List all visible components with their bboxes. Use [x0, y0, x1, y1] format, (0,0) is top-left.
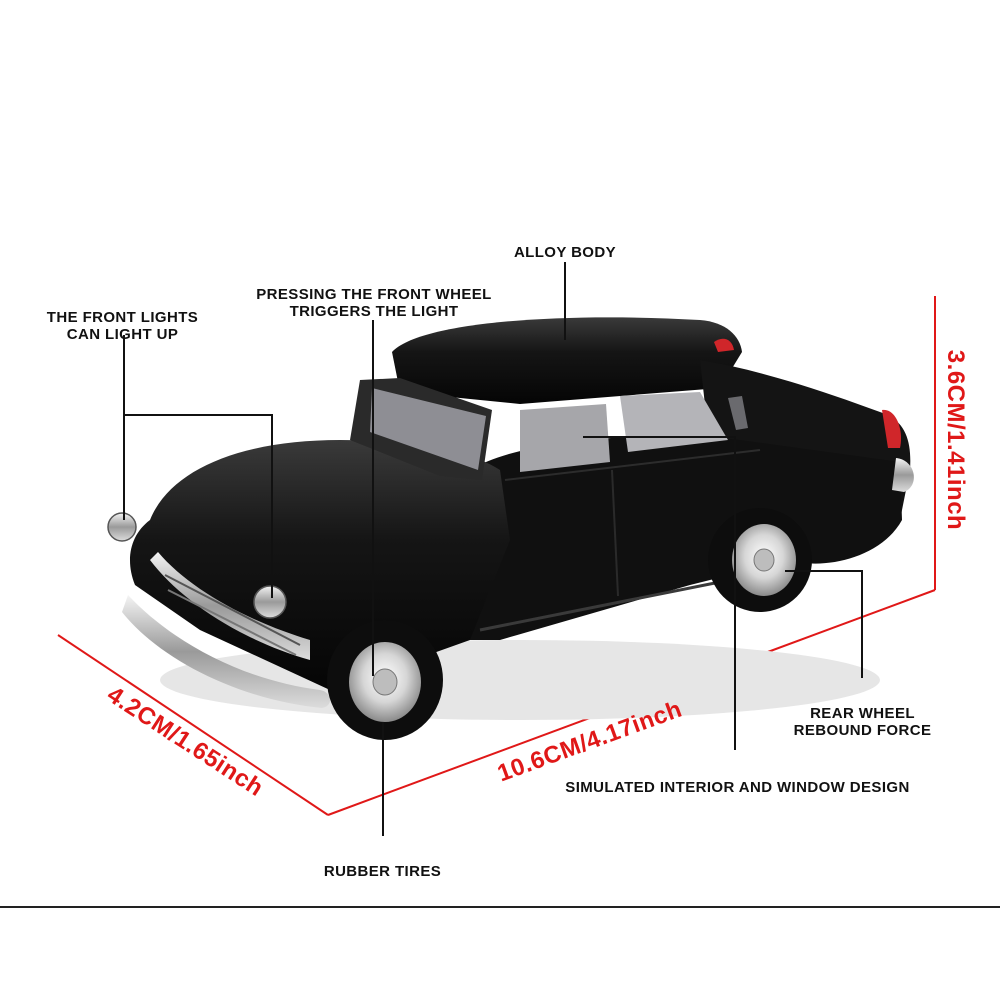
front-wheel-label-line2: TRIGGERS THE LIGHT: [289, 303, 459, 320]
right-headlight: [253, 585, 287, 619]
front-lights-label-line1: THE FRONT LIGHTS: [46, 309, 199, 326]
front-lights-label-line2: CAN LIGHT UP: [66, 326, 179, 343]
left-headlight: [107, 512, 137, 542]
tires-label: RUBBER TIRES: [323, 863, 442, 880]
interior-callout: [583, 436, 736, 750]
rear-wheel-label-line2: REBOUND FORCE: [793, 722, 932, 739]
rear-wheel-label: REAR WHEEL REBOUND FORCE: [775, 705, 950, 739]
front-wheel-label-line1: PRESSING THE FRONT WHEEL: [256, 286, 492, 303]
width-dimension-line: [57, 634, 329, 816]
bottom-divider: [0, 906, 1000, 908]
front-lights-branch: [124, 414, 273, 598]
rear-wheel-label-line1: REAR WHEEL: [810, 705, 915, 722]
callout-lines: [123, 262, 863, 836]
rear-wheel-callout: [785, 570, 863, 678]
front-wheel: [327, 620, 443, 740]
rear-wheel: [708, 508, 812, 612]
alloy-body-label: ALLOY BODY: [513, 244, 617, 261]
interior-label: SIMULATED INTERIOR AND WINDOW DESIGN: [565, 779, 910, 796]
front-lights-label: THE FRONT LIGHTS CAN LIGHT UP: [30, 309, 215, 343]
car-body: [107, 317, 914, 708]
height-dimension-label: 3.6CM/1.41inch: [942, 349, 969, 531]
front-wheel-label: PRESSING THE FRONT WHEEL TRIGGERS THE LI…: [240, 286, 508, 320]
